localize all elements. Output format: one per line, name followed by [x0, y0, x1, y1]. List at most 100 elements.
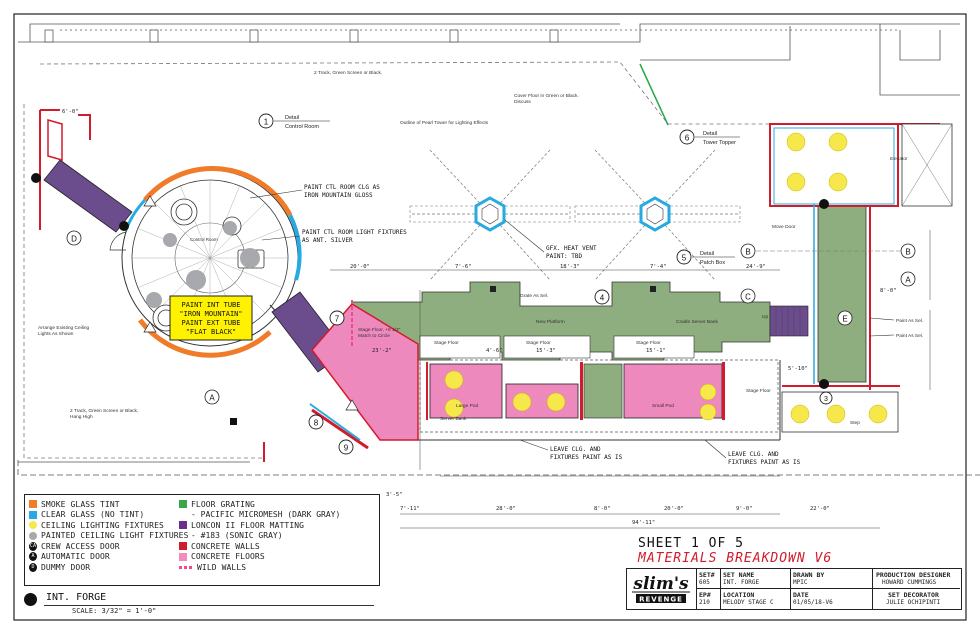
drawing-scale: SCALE: 3/32" = 1'-0"	[72, 607, 157, 615]
dim-24-9: 24'-9"	[746, 264, 766, 270]
legend-label: CONCRETE FLOORS	[191, 552, 265, 562]
legend-label: PAINTED CEILING LIGHT FIXTURES	[41, 531, 189, 541]
note-ctl-light-1: PAINT CTL ROOM LIGHT FIXTURES	[302, 229, 407, 236]
legend-label: CEILING LIGHTING FIXTURES	[41, 520, 164, 530]
production-designer-value: HOWARD CUMMINGS	[882, 579, 937, 586]
note-gfx-2: PAINT: TBD	[546, 253, 583, 260]
svg-text:E: E	[842, 315, 847, 324]
note-ctl-clg-1: PAINT CTL ROOM CLG AS	[304, 184, 380, 191]
control-room-label: Control Room	[190, 237, 218, 242]
section-marker-a-right[interactable]: A	[900, 271, 916, 287]
note-cover-floor2: Discuss	[514, 99, 531, 105]
note-arrange-1: Arrange Existing Ceiling	[38, 325, 90, 331]
note-cradle: Cradle Server Bank	[676, 319, 718, 325]
legend-color-swatch	[29, 510, 37, 519]
callout-1-label: Detail	[285, 115, 299, 121]
section-marker-d[interactable]: D	[66, 230, 82, 246]
callout-7[interactable]: 7	[329, 310, 345, 326]
dim-20-0b: 20'-0"	[664, 506, 684, 512]
logo-top-text: slim's	[632, 574, 689, 594]
legend-label: CONCRETE WALLS	[191, 541, 260, 551]
dim-6-0: 6'-0"	[62, 109, 79, 115]
section-marker-b[interactable]: B	[740, 243, 900, 259]
tube-note-line1: PAINT INT TUBE	[181, 301, 240, 309]
dim-94-11: 94'-11"	[632, 520, 655, 526]
note-paint-as-sel-1: Paint As Sel.	[896, 318, 923, 324]
legend-color-swatch	[179, 500, 187, 509]
set-name-value: INT. FORGE	[723, 579, 760, 586]
legend-item: WILD WALLS	[179, 562, 340, 573]
dim-9-0: 9'-0"	[736, 506, 753, 512]
note-leave-1a: LEAVE CLG. AND	[550, 446, 601, 453]
dim-7-11: 7'-11"	[400, 506, 420, 512]
callout-4[interactable]: 4	[594, 289, 610, 305]
logo-bottom-text: REVENGE	[639, 596, 683, 604]
note-ctl-light-2: AS ANT. SILVER	[302, 237, 353, 244]
legend-item: PAINTED CEILING LIGHT FIXTURES	[29, 531, 189, 542]
sheet-title: MATERIALS BREAKDOWN V6	[638, 551, 833, 566]
note-pearl-tower: Outline of Pearl Tower for Lighting Effe…	[400, 120, 489, 126]
svg-text:B: B	[905, 248, 910, 257]
note-leave-2b: FIXTURES PAINT AS IS	[728, 459, 801, 466]
dim-7-4: 7'-4"	[650, 264, 667, 270]
note-stage-floor-b: Stage Floor	[526, 340, 551, 346]
set-number-value: 605	[699, 579, 710, 586]
legend-label: WILD WALLS	[197, 562, 247, 572]
right-column	[769, 123, 953, 433]
callout-6-label: Detail	[703, 131, 717, 137]
svg-text:1: 1	[264, 118, 269, 127]
title-bullet-icon	[24, 593, 37, 606]
note-large-pod: Large Pod	[456, 403, 478, 409]
tube-note-line4: "FLAT BLACK"	[186, 328, 237, 336]
callout-5[interactable]: 5 Detail Patch Box	[676, 249, 735, 266]
section-marker-b-right[interactable]: B	[900, 243, 916, 259]
dim-15-1: 15'-1"	[646, 348, 666, 354]
section-marker-a-left[interactable]: A	[204, 389, 220, 405]
callout-9[interactable]: 9	[338, 439, 354, 455]
section-marker-e[interactable]: E	[837, 310, 853, 326]
note-stage-floor-a: Stage Floor	[434, 340, 459, 346]
dim-8-0: 8'-0"	[880, 288, 897, 294]
dim-4-6: 4'-6"	[486, 348, 503, 354]
legend-label: FLOOR GRATING	[191, 499, 255, 509]
note-new-platform: New Platform	[536, 319, 565, 325]
legend-item: FLOOR GRATING	[179, 499, 340, 510]
legend-item: CEILING LIGHTING FIXTURES	[29, 520, 189, 531]
svg-text:9: 9	[344, 444, 349, 453]
tube-note-line2: "IRON MOUNTAIN"	[179, 310, 242, 318]
dim-3-5: 3'-5"	[386, 492, 403, 498]
note-cover-floor: Cover Floor in Green or Black.	[514, 93, 579, 99]
section-marker-c[interactable]: C	[740, 288, 756, 304]
svg-text:D: D	[71, 235, 77, 244]
svg-text:8: 8	[314, 419, 319, 428]
tube-paint-note: PAINT INT TUBE "IRON MOUNTAIN" PAINT EXT…	[169, 295, 253, 341]
legend-dot-swatch	[29, 531, 37, 540]
dim-22-0: 22'-0"	[810, 506, 830, 512]
note-paint-as-sel-2: Paint As Sel.	[896, 333, 923, 339]
callout-6[interactable]: 6 Detail Tower Topper	[679, 129, 740, 146]
legend-color-swatch	[29, 500, 37, 509]
note-leave-1b: FIXTURES PAINT AS IS	[550, 454, 623, 461]
callout-8[interactable]: 8	[308, 414, 324, 430]
svg-text:B: B	[745, 248, 750, 257]
callout-3[interactable]: 3	[819, 391, 833, 405]
left-tube	[39, 109, 133, 233]
svg-text:4: 4	[600, 294, 605, 303]
legend-item: CONCRETE FLOORS	[179, 552, 340, 563]
callout-1-label2: Control Room	[285, 124, 319, 130]
legend-right-column: FLOOR GRATING- PACIFIC MICROMESH (DARK G…	[179, 499, 340, 573]
callout-1[interactable]: 1 Detail Control Room	[258, 113, 330, 130]
note-up: Up	[762, 314, 768, 320]
legend-sublabel: - PACIFIC MICROMESH (DARK GRAY)	[191, 509, 341, 519]
slims-revenge-logo: slim's REVENGE	[628, 570, 694, 606]
title-rule	[44, 605, 374, 606]
note-match-circle: Match to Circle	[358, 333, 390, 339]
note-stage-floor-c: Stage Floor	[636, 340, 661, 346]
note-elevator: Elevator	[890, 156, 908, 162]
set-decorator-value: JULIE OCHIPINTI	[886, 599, 941, 606]
svg-text:A: A	[905, 276, 911, 285]
